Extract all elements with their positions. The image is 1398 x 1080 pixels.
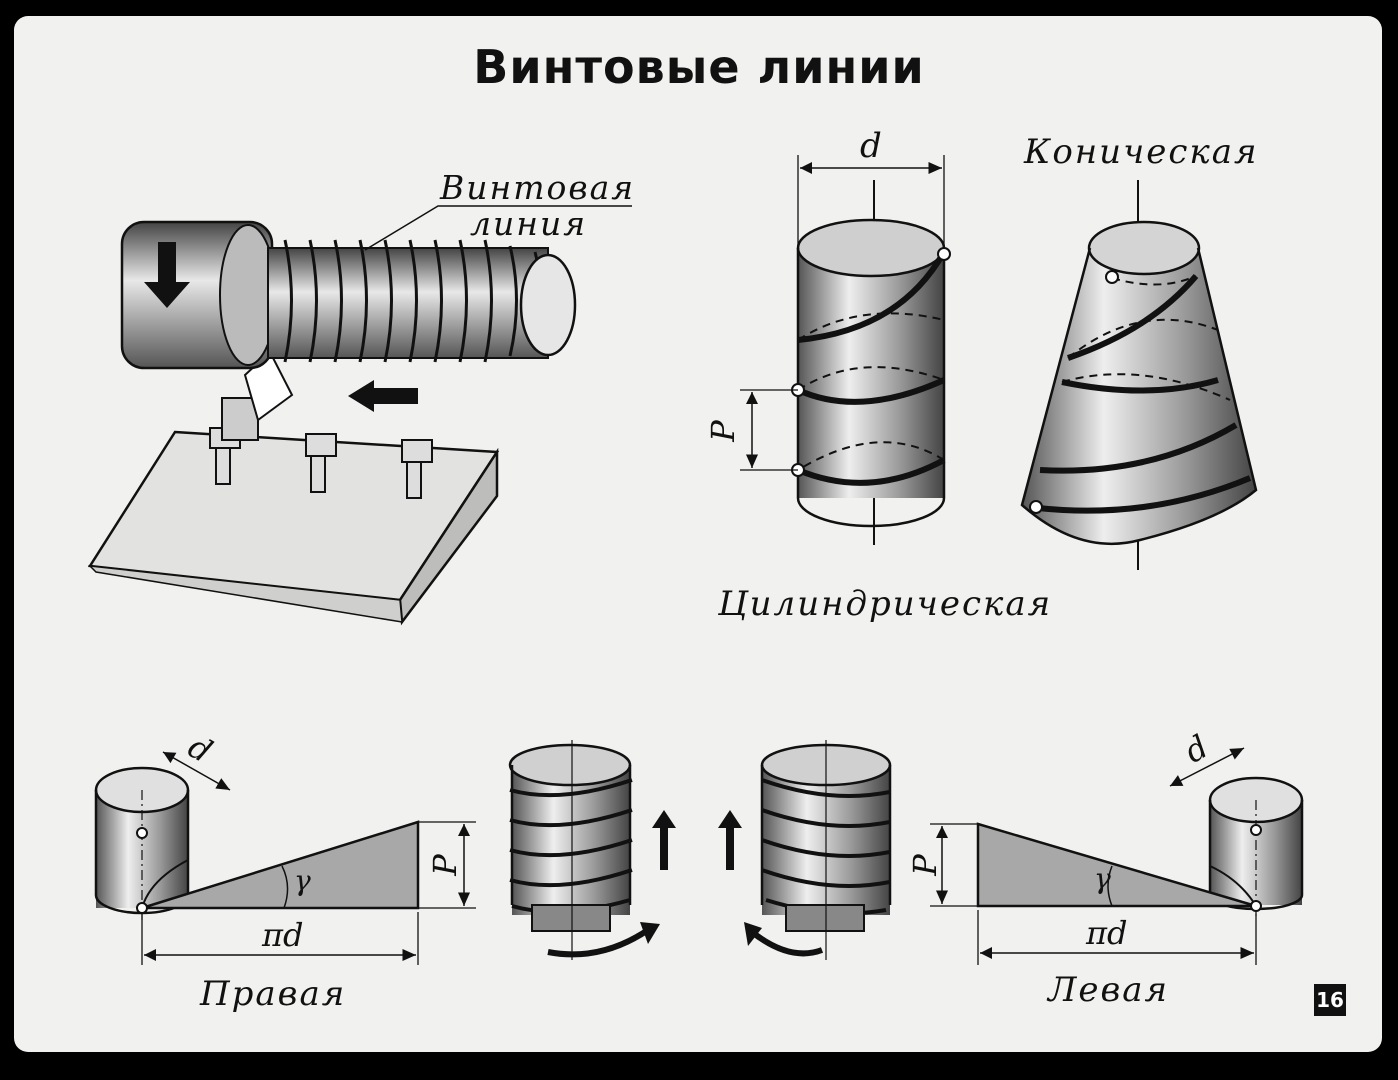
page-number-badge: 16 bbox=[1314, 984, 1346, 1016]
label-angle-left: γ bbox=[1094, 862, 1111, 895]
label-cylindrical: Цилиндрическая bbox=[718, 584, 1053, 624]
label-pitch-cyl: P bbox=[703, 420, 742, 442]
label-conical: Коническая bbox=[1024, 132, 1259, 172]
label-right: Правая bbox=[200, 974, 347, 1014]
label-diameter-top: d bbox=[860, 126, 882, 166]
label-pitch-left: P bbox=[905, 854, 944, 876]
label-pitch-right: P bbox=[425, 854, 464, 876]
screw-cutting-illustration bbox=[87, 205, 632, 626]
label-helix-line1: Винтовая bbox=[440, 168, 636, 207]
label-helix-line2: линия bbox=[470, 204, 588, 243]
right-hand-development bbox=[94, 751, 476, 965]
right-hand-thread-model bbox=[508, 740, 676, 960]
cylindrical-helix-figure bbox=[740, 155, 951, 545]
left-hand-development bbox=[930, 747, 1304, 965]
label-angle-right: γ bbox=[294, 864, 311, 897]
label-pid-right: πd bbox=[262, 916, 304, 954]
slide-title: Винтовые линии bbox=[473, 40, 925, 94]
label-pid-left: πd bbox=[1086, 914, 1128, 952]
left-hand-thread-model bbox=[718, 740, 892, 960]
label-left: Левая bbox=[1048, 970, 1170, 1010]
conical-helix-figure bbox=[1020, 180, 1258, 570]
